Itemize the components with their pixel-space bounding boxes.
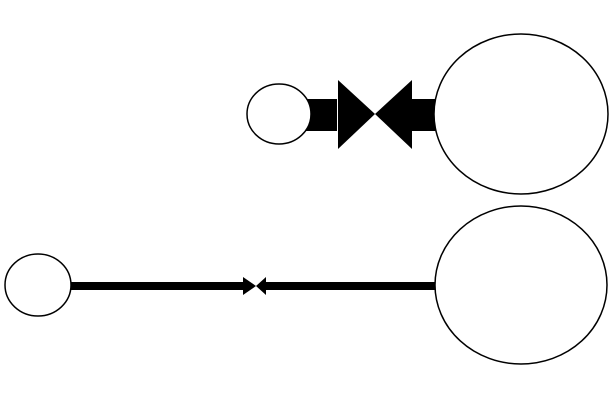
large-node-top — [433, 33, 609, 195]
small-node-bottom — [4, 253, 72, 317]
large-arrowhead-right — [338, 80, 375, 149]
thin-connector-line-left — [68, 282, 247, 290]
small-arrowhead-right — [243, 277, 256, 295]
small-node-top — [246, 83, 312, 145]
small-arrowhead-left — [256, 277, 266, 295]
connection-row-bottom — [4, 205, 608, 365]
connection-row-top — [246, 33, 609, 195]
large-node-bottom — [434, 205, 608, 365]
thin-connector-line-right — [264, 282, 437, 290]
large-arrowhead-left — [375, 80, 412, 149]
